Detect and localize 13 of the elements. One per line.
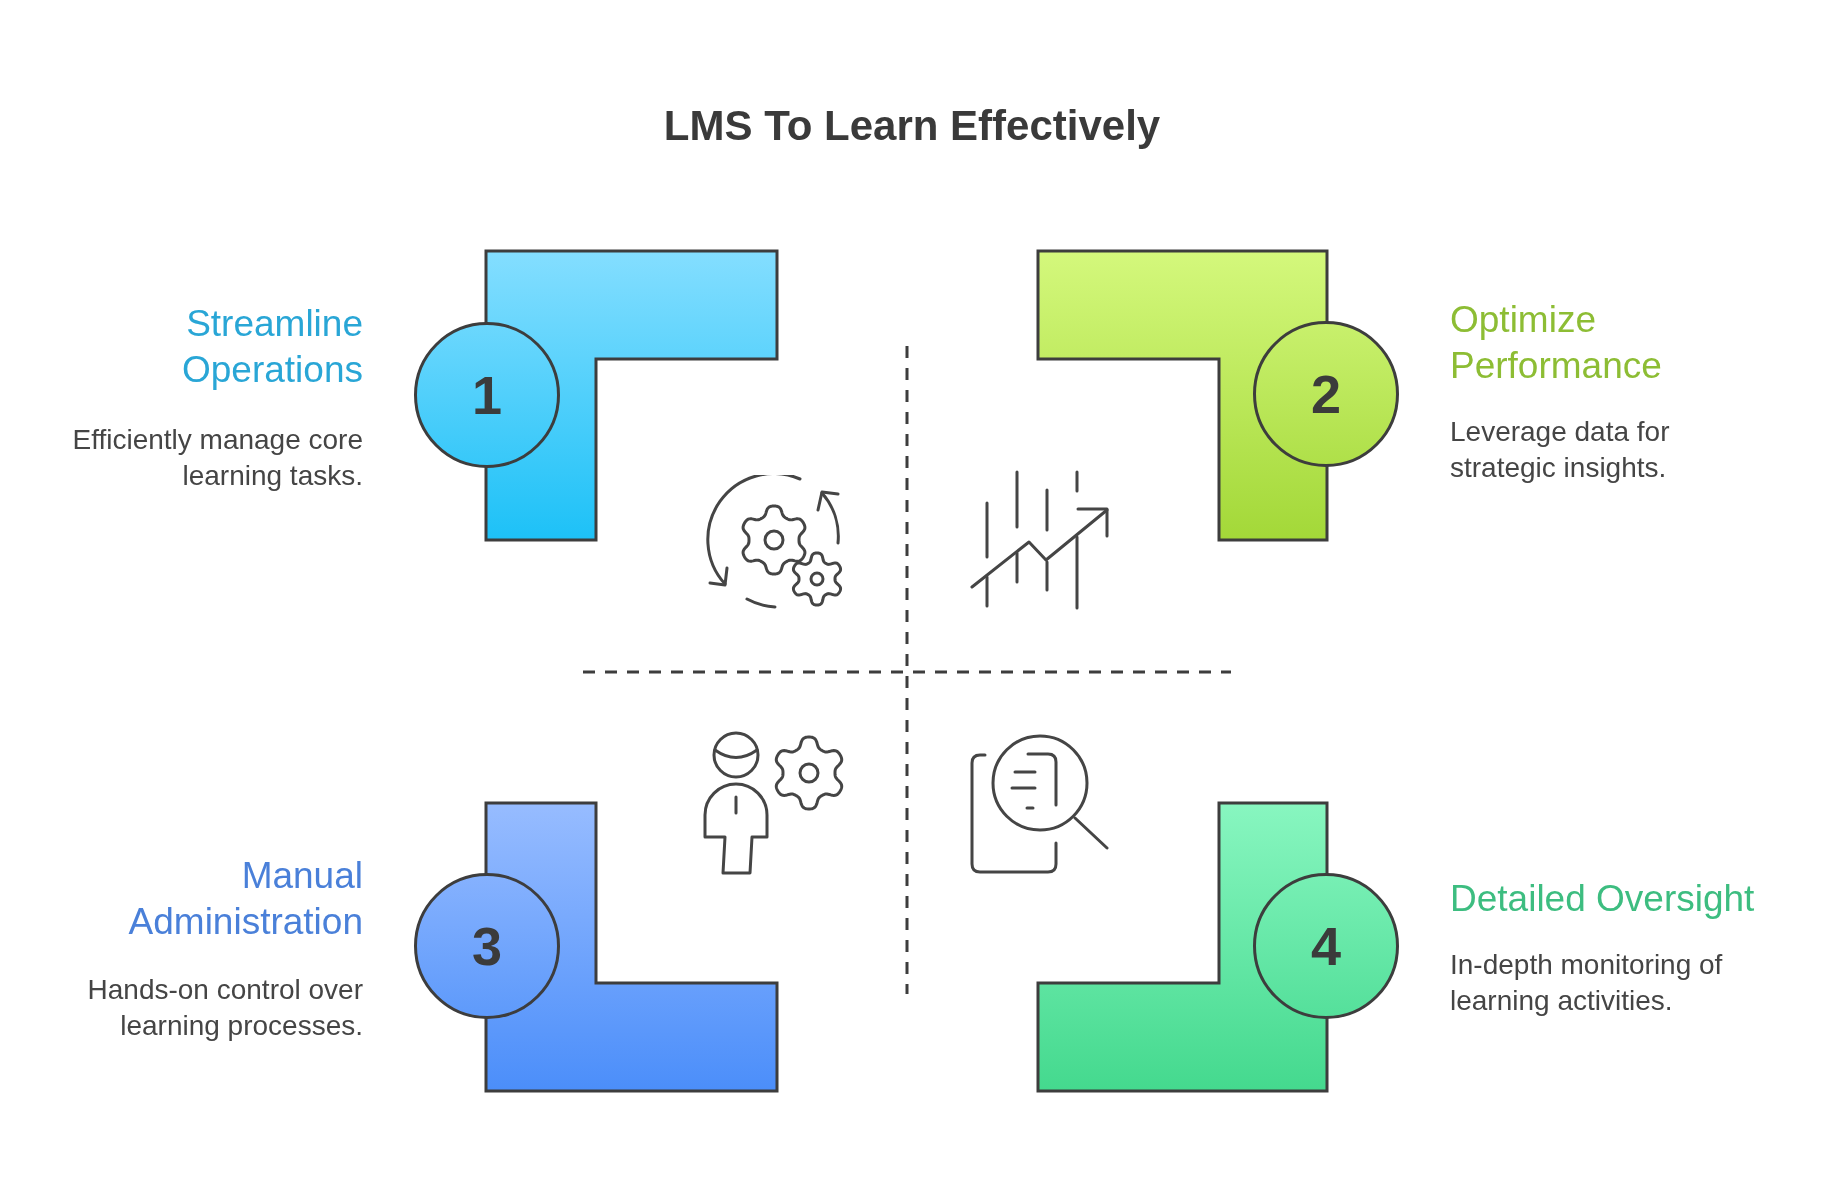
quadrant-heading: Detailed Oversight [1450,877,1756,921]
step-number: 4 [1253,873,1399,1019]
quadrant-heading: Streamline Operations [181,302,363,392]
step-number: 2 [1253,321,1399,467]
step-number: 1 [414,322,560,468]
quadrant-description: Leverage data for strategic insights. [1450,415,1671,485]
diagram-title: LMS To Learn Effectively [663,101,1161,151]
quadrant-heading: Optimize Performance [1450,298,1663,388]
quadrant-heading: Manual Administration [127,854,363,944]
quadrant-description: Hands-on control over learning processes. [86,973,363,1043]
quadrant-description: Efficiently manage core learning tasks. [71,423,363,493]
step-number: 3 [414,873,560,1019]
quadrant-description: In-depth monitoring of learning activities. [1450,948,1724,1018]
